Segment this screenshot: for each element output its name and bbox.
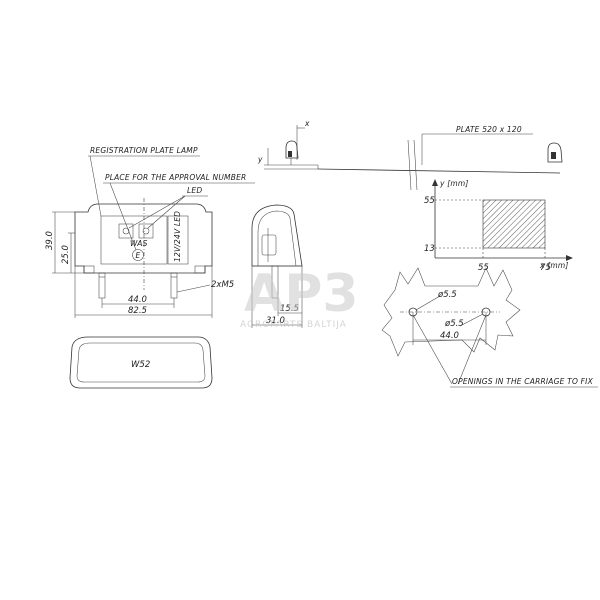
axis-y-small: y (257, 155, 263, 164)
visibility-graph: y [mm] x [mm] 55 13 55 75 (424, 179, 573, 273)
graph-y-label: y [mm] (439, 179, 469, 188)
graph-x-tick-55: 55 (478, 263, 489, 273)
graph-x-label: x [mm] (539, 261, 569, 270)
watermark-name: AGROPARTS BALTIJA (240, 320, 347, 330)
front-view: E WAS 12V/24V LED 39.0 25.0 44.0 82.5 (45, 198, 234, 318)
hole-spacing: 44.0 (440, 331, 459, 341)
graph-x-tick-75: 75 (540, 263, 551, 273)
hole-diameter-right: ø5.5 (444, 319, 464, 329)
dim-side-small: 15.5 (280, 304, 299, 314)
side-view: 15.5 31.0 (251, 204, 303, 328)
hole-diameter-left: ø5.5 (437, 290, 457, 300)
axis-x-small: x (304, 119, 310, 128)
approval-e-mark: E (136, 251, 141, 260)
callouts: REGISTRATION PLATE LAMP PLACE FOR THE AP… (88, 146, 255, 251)
dim-side-depth: 31.0 (266, 316, 285, 326)
registration-plate-lamp-label: REGISTRATION PLATE LAMP (90, 146, 198, 155)
lens-marking: W52 (131, 360, 150, 370)
graph-y-tick-13: 13 (424, 244, 435, 254)
dim-bolt-spacing: 44.0 (128, 295, 147, 305)
dim-width-total: 82.5 (128, 306, 147, 316)
carriage-openings: 44.0 ø5.5 ø5.5 OPENINGS IN THE CARRIAGE … (381, 267, 598, 388)
led-label: LED (187, 186, 202, 195)
mount-diagram: x y PLATE 520 x 120 (257, 119, 563, 191)
bolts-label: 2xM5 (211, 280, 234, 290)
openings-label: OPENINGS IN THE CARRIAGE TO FIX (452, 377, 594, 386)
body-marking: WAS (130, 239, 148, 248)
dim-height-total: 39.0 (45, 231, 55, 250)
approval-number-label: PLACE FOR THE APPROVAL NUMBER (105, 173, 246, 182)
watermark: AP3 AGROPARTS BALTIJA (240, 264, 359, 330)
watermark-logo: AP3 (244, 264, 359, 324)
plate-size-label: PLATE 520 x 120 (456, 125, 522, 134)
side-print: 12V/24V LED (173, 211, 182, 262)
graph-y-tick-55: 55 (424, 196, 435, 206)
lens-view: W52 (69, 336, 213, 389)
dim-height-body: 25.0 (61, 245, 71, 264)
